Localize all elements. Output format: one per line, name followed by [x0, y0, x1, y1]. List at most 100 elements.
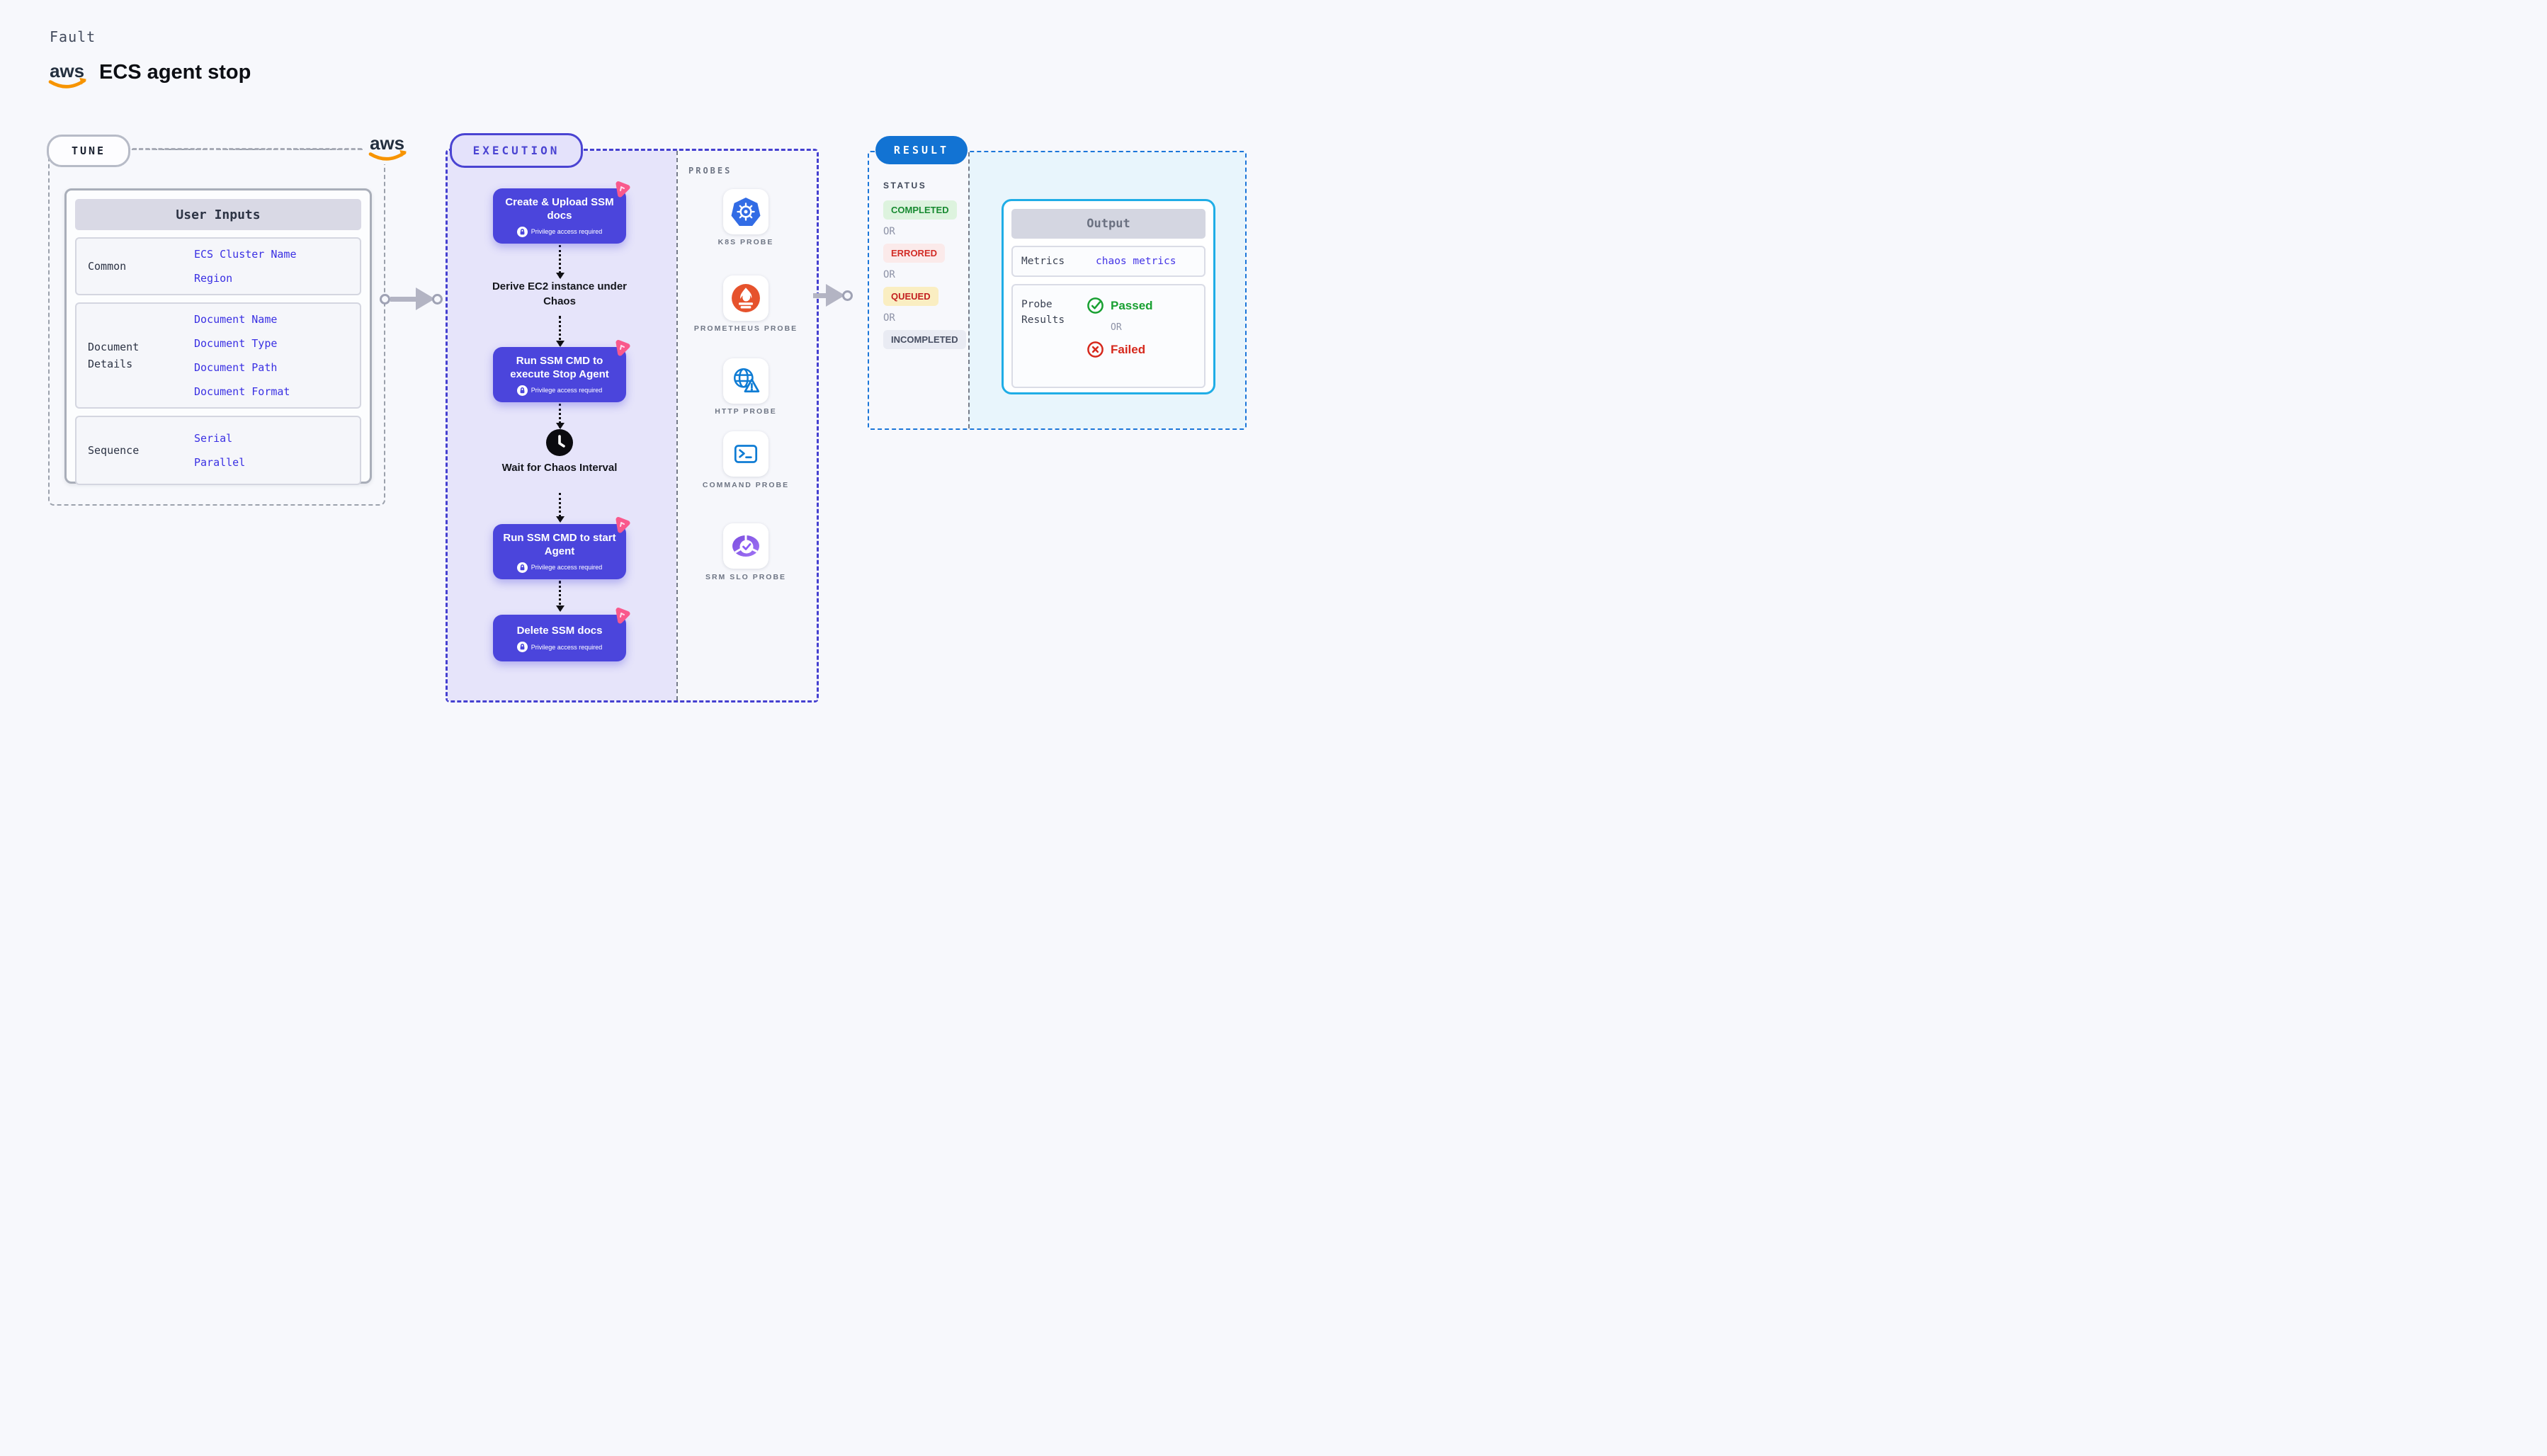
flow-node-create-upload-ssm-docs: Create & Upload SSM docs Privilege acces… — [493, 181, 630, 244]
tune-aws-connector-line — [126, 148, 381, 150]
status-badge-incompleted: INCOMPLETED — [883, 330, 966, 349]
row-label: Sequence — [88, 444, 140, 457]
output-card: Output Metrics chaos metrics Probe Resul… — [1002, 199, 1215, 394]
fault-label: Fault — [50, 28, 96, 45]
execution-panel — [446, 149, 819, 703]
flow-connector — [556, 316, 565, 347]
input-value: ECS Cluster Name — [194, 248, 297, 261]
row-label: Common — [88, 260, 127, 273]
failed-label: Failed — [1111, 342, 1146, 356]
probe-label: COMMAND PROBE — [702, 481, 790, 489]
privilege-note: Privilege access required — [531, 564, 603, 571]
privilege-note: Privilege access required — [531, 643, 603, 651]
arrow-line — [390, 296, 416, 302]
status-badge-queued: QUEUED — [883, 287, 938, 306]
probe-label: SRM SLO PROBE — [705, 573, 787, 581]
chaos-icon — [616, 181, 630, 198]
execution-badge: EXECUTION — [450, 133, 583, 168]
flow-node-run-ssm-stop-agent: Run SSM CMD to execute Stop Agent Privil… — [493, 340, 630, 402]
flow-step-derive-ec2: Derive EC2 instance under Chaos — [492, 280, 628, 307]
flow-connector — [556, 493, 565, 523]
aws-logo: aws — [48, 62, 86, 89]
check-circle-icon — [1087, 297, 1104, 314]
privilege-badge: Privilege access required — [516, 562, 603, 573]
status-label: STATUS — [883, 181, 927, 190]
result-badge: RESULT — [875, 136, 968, 164]
globe-warning-icon — [733, 368, 760, 393]
flow-connector — [556, 245, 565, 279]
kubernetes-icon — [731, 198, 761, 226]
arrow-head — [416, 288, 435, 310]
row-label: Document Details — [88, 341, 140, 370]
arrow-line — [813, 292, 826, 298]
arrow-end-ring — [432, 293, 443, 305]
user-inputs-header: User Inputs — [75, 199, 361, 230]
svg-text:aws: aws — [50, 62, 84, 81]
probe-label: PROMETHEUS PROBE — [693, 324, 798, 333]
step-label: Delete SSM docs — [516, 625, 603, 637]
metrics-row: Metrics chaos metrics — [1011, 246, 1206, 277]
flow-step-wait-chaos-interval: Wait for Chaos Interval — [501, 462, 618, 474]
probe-label: K8S PROBE — [717, 238, 774, 246]
flow-connector — [556, 404, 565, 429]
svg-text:aws: aws — [370, 134, 404, 154]
probe-card-command — [723, 431, 768, 477]
or-label: OR — [1111, 322, 1122, 333]
arrow-tune-execution — [380, 288, 443, 310]
input-row-common: Common ECS Cluster Name Region — [75, 237, 361, 295]
clock-icon — [546, 429, 573, 456]
arrow-head — [826, 284, 845, 307]
lock-icon — [516, 642, 528, 652]
tune-badge: TUNE — [47, 135, 130, 167]
x-circle-icon — [1087, 341, 1104, 358]
input-row-sequence: Sequence Serial Parallel — [75, 416, 361, 485]
terminal-icon — [734, 445, 758, 463]
or-label: OR — [883, 226, 895, 237]
step-label: Run SSM CMD to execute Stop Agent — [510, 354, 609, 380]
probes-label: PROBES — [688, 166, 732, 176]
input-value: Parallel — [194, 456, 246, 469]
or-label: OR — [883, 312, 895, 324]
chaos-icon — [616, 608, 630, 624]
privilege-note: Privilege access required — [531, 228, 603, 235]
arrow-start-ring — [380, 293, 390, 305]
status-badge-errored: ERRORED — [883, 244, 946, 263]
fault-diagram: Fault aws ECS agent stop aws TUNE User I… — [0, 0, 1274, 728]
privilege-badge: Privilege access required — [516, 385, 603, 396]
arrow-execution-result — [813, 284, 853, 307]
page-title: ECS agent stop — [99, 61, 251, 84]
metrics-value: chaos metrics — [1096, 256, 1176, 267]
input-value: Document Type — [194, 337, 278, 350]
passed-line: Passed — [1087, 297, 1197, 314]
step-label: Create & Upload SSM docs — [505, 195, 614, 222]
privilege-note: Privilege access required — [531, 387, 603, 394]
input-value: Serial — [194, 432, 233, 445]
probes-area — [676, 151, 817, 700]
or-label: OR — [883, 269, 895, 280]
user-inputs-card: User Inputs Common ECS Cluster Name Regi… — [64, 188, 372, 485]
flow-node-delete-ssm-docs: Delete SSM docs Privilege access require… — [493, 608, 630, 661]
failed-line: Failed — [1087, 341, 1197, 358]
aws-logo: aws — [363, 130, 414, 164]
arrow-end-ring — [842, 290, 853, 301]
probe-results-label: Probe Results — [1021, 299, 1065, 326]
srm-slo-icon — [732, 535, 759, 557]
input-value: Document Name — [194, 313, 278, 326]
flow-connector — [556, 581, 565, 612]
probe-card-prometheus — [723, 275, 768, 321]
metrics-label: Metrics — [1021, 256, 1065, 267]
lock-icon — [516, 562, 528, 573]
input-row-document-details: Document Details Document Name Document … — [75, 302, 361, 409]
status-badge-completed: COMPLETED — [883, 200, 957, 220]
passed-label: Passed — [1111, 298, 1153, 312]
prometheus-icon — [732, 284, 760, 312]
output-header: Output — [1011, 209, 1206, 239]
chaos-icon — [616, 517, 630, 533]
privilege-badge: Privilege access required — [516, 642, 603, 652]
lock-icon — [516, 226, 528, 237]
lock-icon — [516, 385, 528, 396]
privilege-badge: Privilege access required — [516, 226, 603, 237]
probe-results-row: Probe Results Passed OR Failed — [1011, 284, 1206, 388]
flow-node-run-ssm-start-agent: Run SSM CMD to start Agent Privilege acc… — [493, 517, 630, 579]
input-value: Document Format — [194, 385, 290, 398]
